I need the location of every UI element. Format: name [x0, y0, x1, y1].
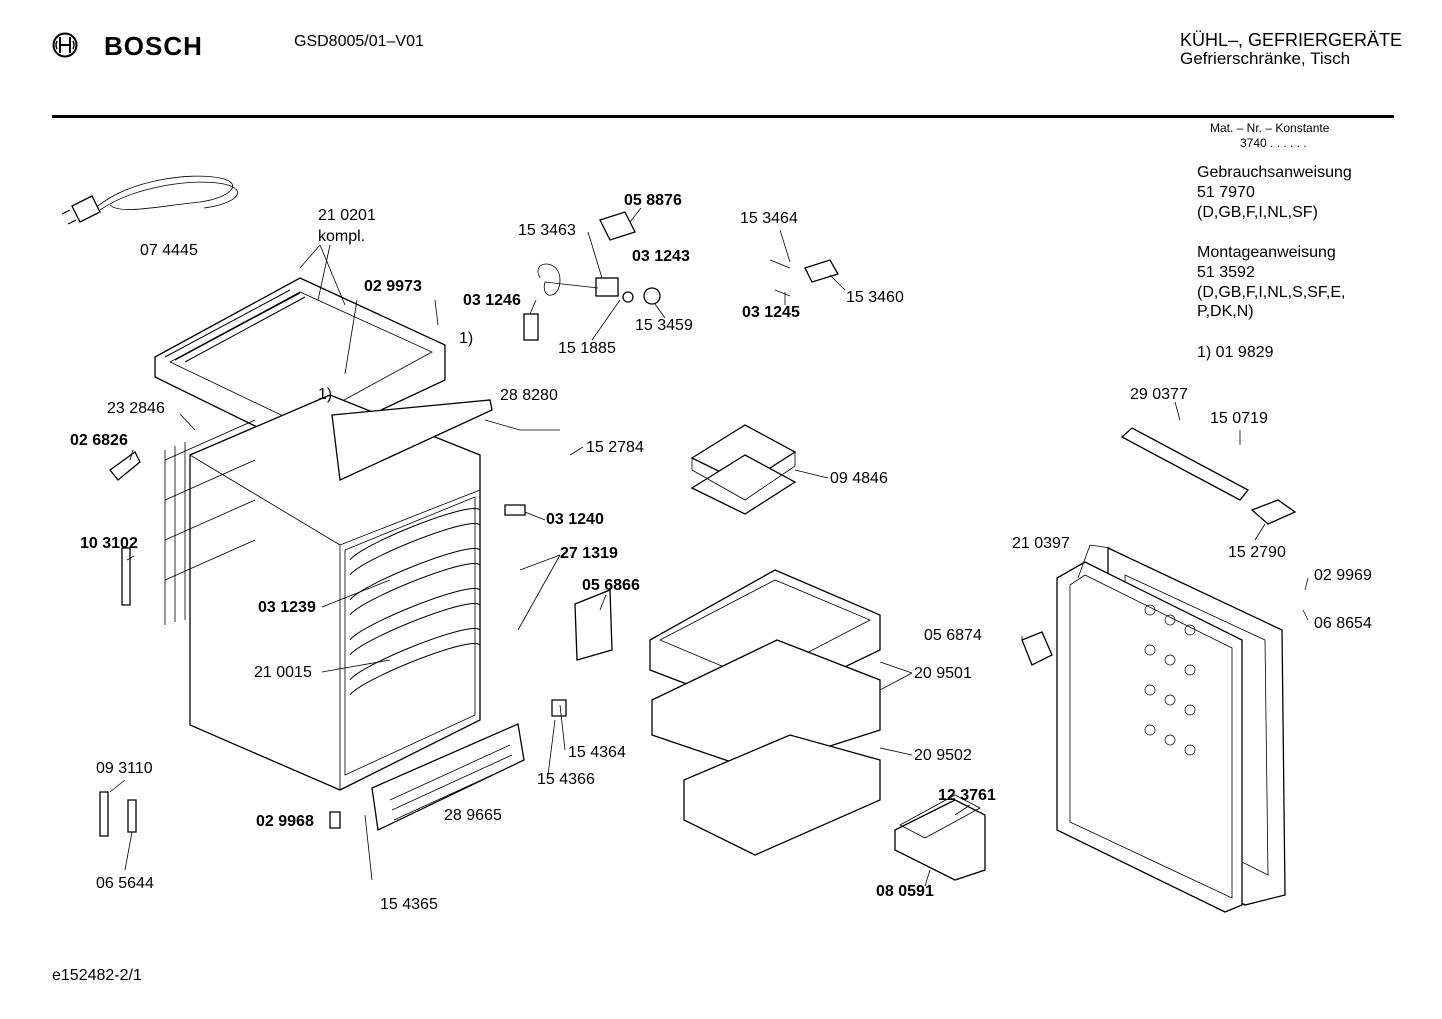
- part-label-074445: 07 4445: [140, 242, 198, 259]
- part-label-029973: 02 9973: [364, 278, 422, 295]
- part-label-068654: 06 8654: [1314, 615, 1372, 632]
- category-subtitle: Gefrierschränke, Tisch: [1180, 49, 1351, 68]
- part-label-209502: 20 9502: [914, 747, 972, 764]
- part-label-232846: 23 2846: [107, 400, 165, 417]
- part-label-154365: 15 4365: [380, 896, 438, 913]
- manual-title: Gebrauchsanweisung: [1197, 164, 1352, 181]
- part-label-154364: 15 4364: [568, 744, 626, 761]
- part-label-152790: 15 2790: [1228, 544, 1286, 561]
- drawers-drawing: [649, 569, 986, 881]
- part-label-094846: 09 4846: [830, 470, 888, 487]
- part-label-031245: 03 1245: [742, 304, 800, 321]
- part-label-152784: 15 2784: [586, 439, 644, 456]
- top-lid-drawing: [154, 244, 446, 449]
- part-label-103102: 10 3102: [80, 535, 138, 552]
- part-label-153460: 15 3460: [846, 289, 904, 306]
- manual-languages: (D,GB,F,I,NL,SF): [1197, 204, 1318, 221]
- leader-lines: [109, 207, 1309, 887]
- model-number: GSD8005/01–V01: [294, 33, 424, 50]
- part-label-289665: 28 9665: [444, 807, 502, 824]
- part-label-210397: 21 0397: [1012, 535, 1070, 552]
- part-label-058876: 05 8876: [624, 192, 682, 209]
- small-parts-drawing: [99, 399, 613, 837]
- part-label-029968: 02 9968: [256, 813, 314, 830]
- part-label-153464: 15 3464: [740, 210, 798, 227]
- part-label-210201: 21 0201: [318, 207, 376, 224]
- part-label-123761: 12 3761: [938, 787, 996, 804]
- footnote-part: 1) 01 9829: [1197, 344, 1274, 361]
- manual-number: 51 7970: [1197, 184, 1255, 201]
- part-label-210015: 21 0015: [254, 664, 312, 681]
- part-label-290377: 29 0377: [1130, 386, 1188, 403]
- part-label-031246: 03 1246: [463, 292, 521, 309]
- mounting-title: Montageanweisung: [1197, 244, 1336, 261]
- part-label-150719: 15 0719: [1210, 410, 1268, 427]
- part-label-031239: 03 1239: [258, 599, 316, 616]
- header-rule: [52, 115, 1394, 118]
- footnote-marker-a: 1): [459, 330, 474, 347]
- part-label-kompl: kompl.: [318, 228, 366, 245]
- part-label-153459: 15 3459: [635, 317, 693, 334]
- part-label-056866: 05 6866: [582, 577, 640, 594]
- part-label-026826: 02 6826: [70, 432, 128, 449]
- part-label-153463: 15 3463: [518, 222, 576, 239]
- mounting-languages-2: P,DK,N): [1197, 303, 1254, 320]
- thermostat-drawing: [523, 211, 839, 341]
- part-label-154366: 15 4366: [537, 771, 595, 788]
- part-label-271319: 27 1319: [560, 545, 618, 562]
- door-drawing: [1021, 427, 1297, 913]
- part-label-031240: 03 1240: [546, 511, 604, 528]
- part-label-080591: 08 0591: [876, 883, 934, 900]
- part-label-031243: 03 1243: [632, 248, 690, 265]
- part-label-065644: 06 5644: [96, 875, 154, 892]
- part-label-151885: 15 1885: [558, 340, 616, 357]
- bosch-armature-icon: [52, 32, 78, 58]
- category-title: KÜHL–, GEFRIERGERÄTE: [1180, 30, 1403, 50]
- base-grille-drawing: [371, 723, 525, 831]
- footnote-marker-b: 1): [318, 386, 333, 403]
- part-label-288280: 28 8280: [500, 387, 558, 404]
- part-label-029969: 02 9969: [1314, 567, 1372, 584]
- mat-nr-label: Mat. – Nr. – Konstante: [1210, 121, 1330, 135]
- part-label-209501: 20 9501: [914, 665, 972, 682]
- part-label-093110: 09 3110: [96, 760, 153, 777]
- cabinet-body-drawing: [164, 394, 481, 791]
- document-id: e152482-2/1: [52, 967, 142, 984]
- mat-nr-value: 3740 . . . . . .: [1240, 136, 1307, 150]
- brand-name: BOSCH: [104, 31, 203, 61]
- power-cable-drawing: [61, 175, 238, 225]
- mounting-number: 51 3592: [1197, 264, 1255, 281]
- part-label-056874: 05 6874: [924, 627, 982, 644]
- cold-packs-drawing: [690, 424, 797, 515]
- mounting-languages-1: (D,GB,F,I,NL,S,SF,E,: [1197, 284, 1346, 301]
